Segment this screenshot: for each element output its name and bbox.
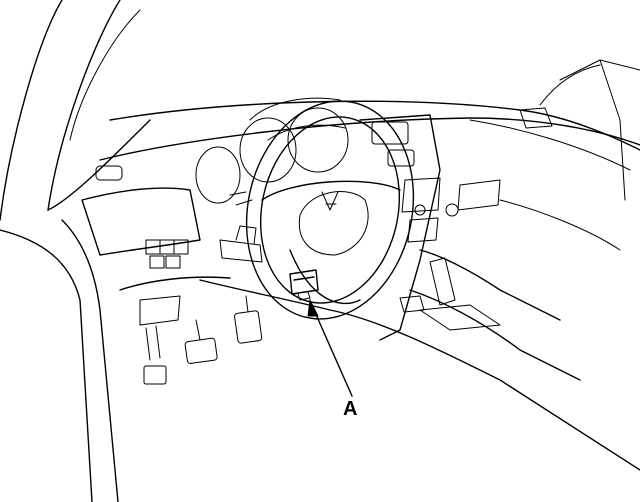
connector-part-a	[289, 269, 319, 301]
left-dash-panel	[81, 165, 231, 385]
callout-a-leader	[307, 298, 353, 397]
pedals	[184, 295, 263, 364]
center-console	[359, 59, 631, 381]
a-pillar	[0, 0, 151, 502]
callout-label-a: A	[343, 398, 358, 420]
lower-dash-trim	[199, 225, 640, 471]
dashboard-top	[99, 59, 640, 161]
gauge-cluster	[195, 107, 349, 206]
